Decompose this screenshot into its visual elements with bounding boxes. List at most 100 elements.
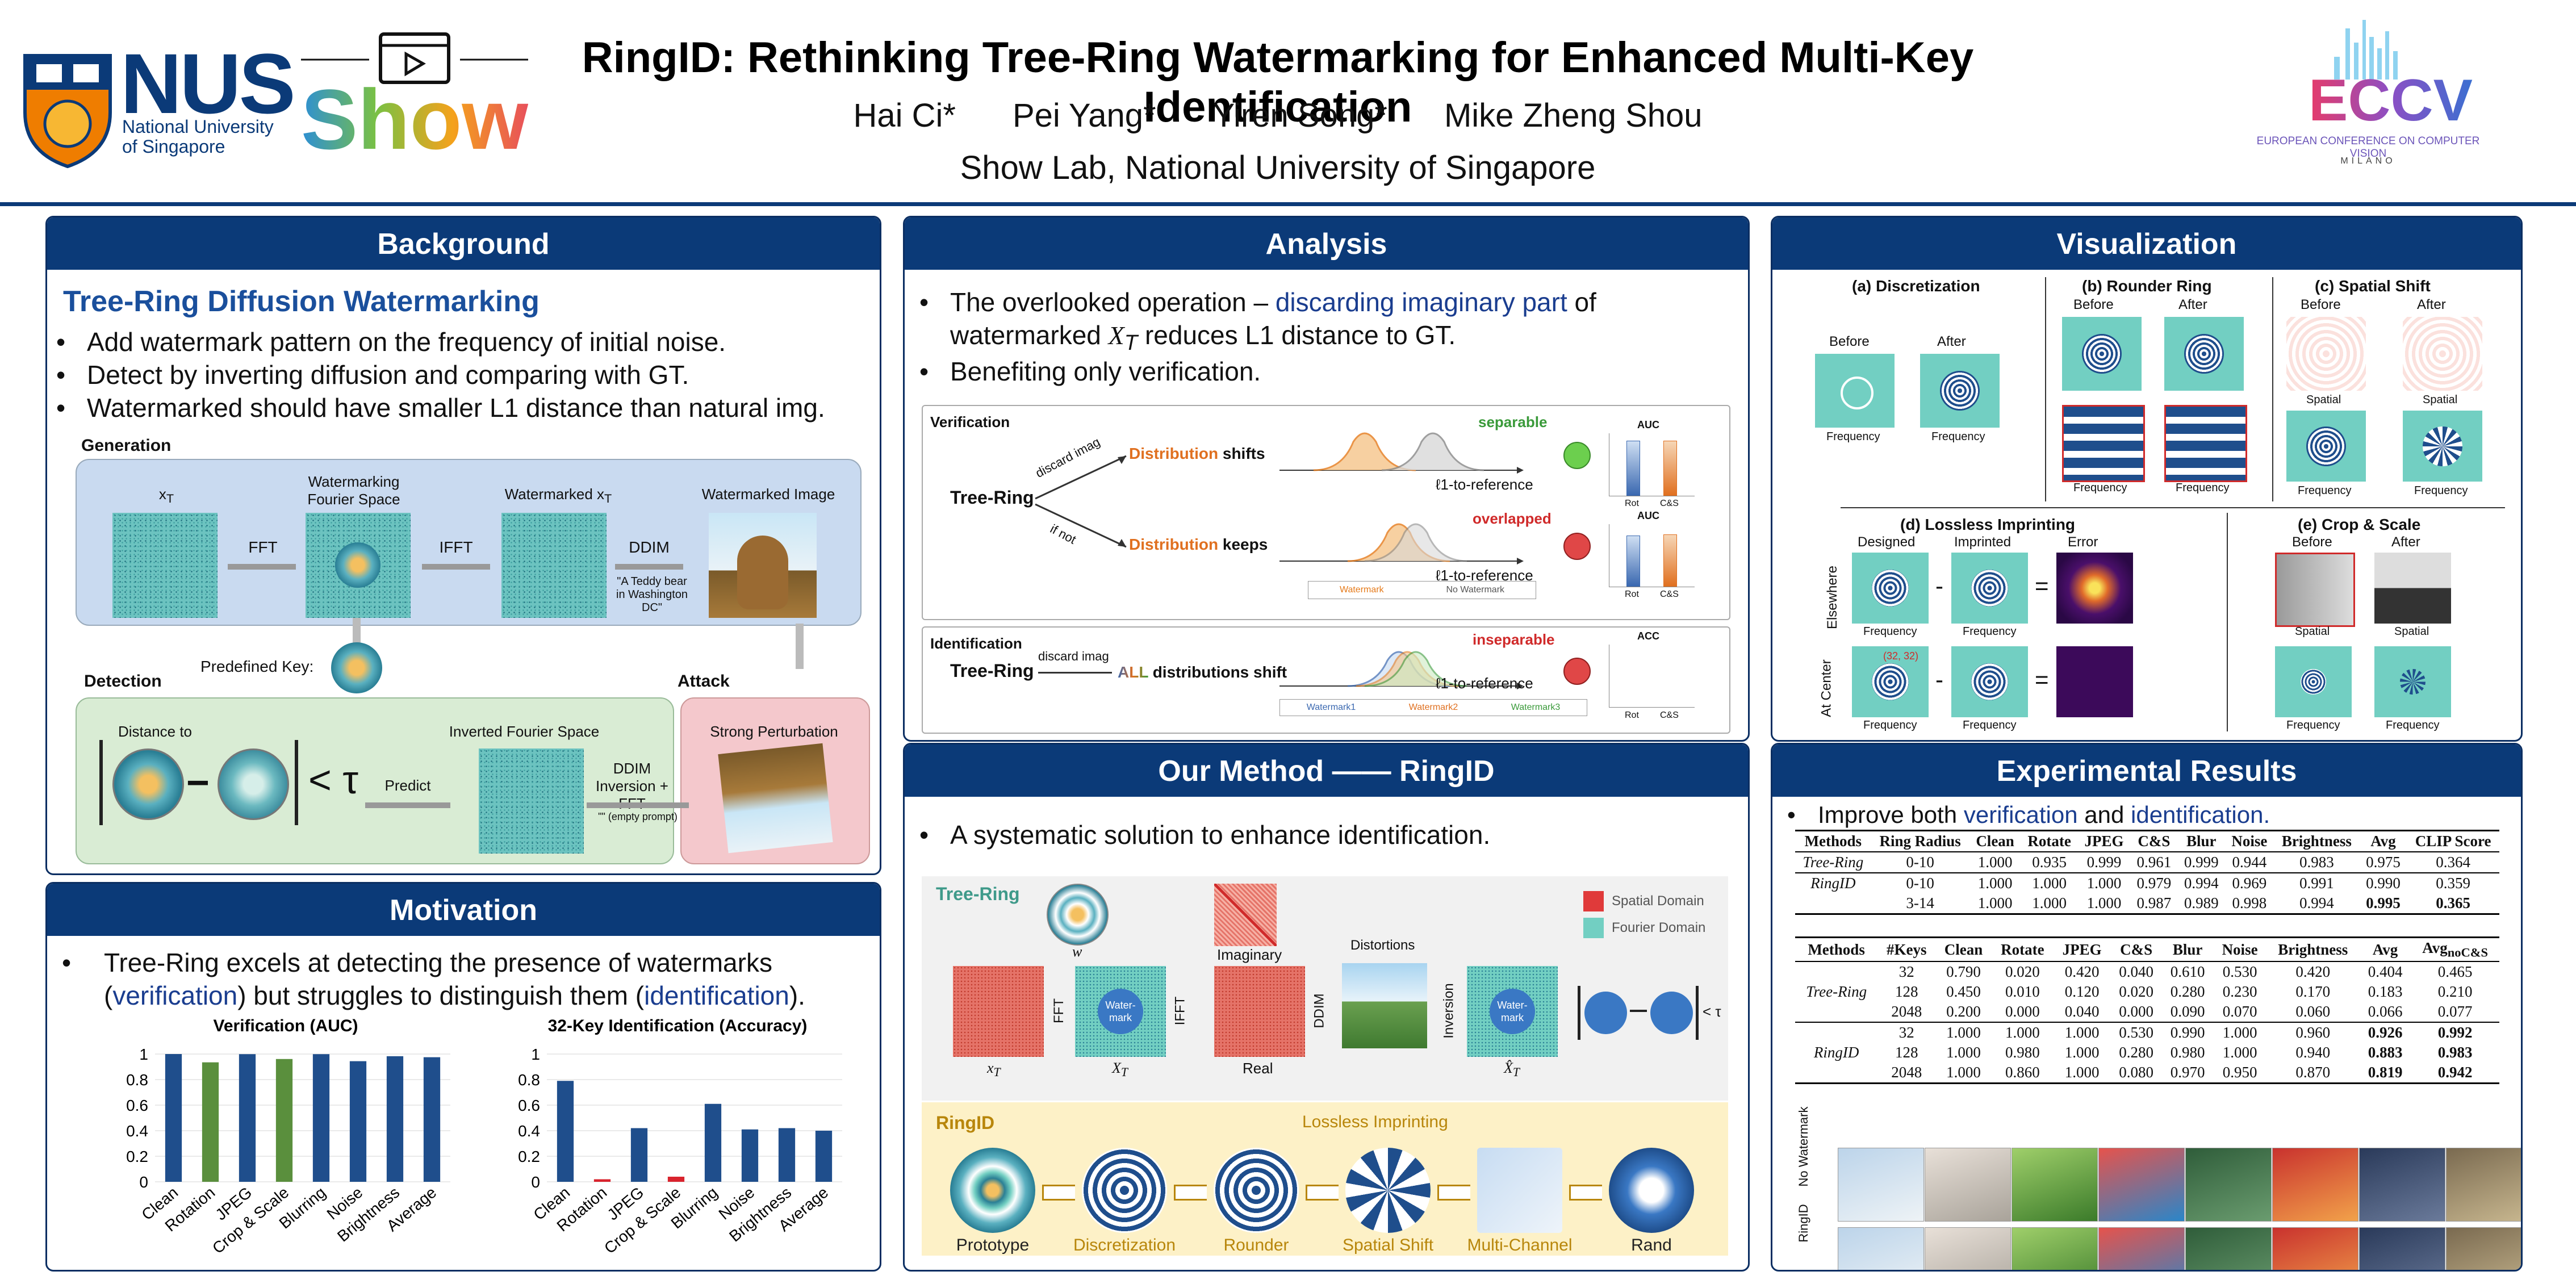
happy-face-icon — [1563, 442, 1591, 469]
table-cell: 0.120 — [2064, 983, 2100, 1001]
table-cell: 0.060 — [2295, 1003, 2331, 1021]
identification-label: Identification — [930, 635, 1022, 652]
attack-label: Attack — [678, 672, 730, 691]
vis-d-row2-error — [2056, 646, 2133, 717]
wm-xt-caption: Watermarked xT — [504, 486, 612, 506]
table-cell: RingID — [1813, 1044, 1859, 1061]
table-cell: 0.994 — [2299, 894, 2334, 911]
table-header-cell: Rotate — [2027, 833, 2071, 850]
vis-e-freq-before — [2275, 646, 2352, 717]
legend-fourier-swatch — [1583, 918, 1604, 938]
eccv-sub-text: EUROPEAN CONFERENCE ON COMPUTER VISION — [2256, 135, 2480, 160]
predict-arrow — [365, 802, 450, 808]
table-header-cell: Clean — [1976, 833, 2014, 850]
nus-sub-line1: National University — [122, 116, 274, 137]
vis-c-spatial-before — [2286, 317, 2366, 391]
initial-noise-image — [112, 513, 218, 618]
table-cell: 0.991 — [2299, 875, 2334, 892]
discard-imag-label-2: discard imag — [1038, 649, 1109, 663]
analysis-bullet-2: Benefiting only verification. — [910, 355, 1748, 388]
predefined-key-icon — [331, 642, 382, 693]
norm-bar-left — [99, 740, 103, 825]
results-heading: Experimental Results — [1772, 745, 2521, 797]
table-cell: 0.935 — [2032, 854, 2067, 871]
bar-crop-scale — [667, 1177, 685, 1182]
table-cell: 0.020 — [2119, 983, 2153, 1001]
table-cell: 0.942 — [2437, 1064, 2473, 1081]
table-header-cell: JPEG — [2084, 833, 2124, 850]
vis-d-freq-3: Frequency — [1863, 719, 1917, 731]
vis-d-error: Error — [2068, 534, 2098, 550]
vis-a-before-img — [1815, 354, 1895, 428]
fft-arrow — [228, 564, 296, 570]
auc-label-2: AUC — [1637, 510, 1659, 521]
separable-label: separable — [1478, 413, 1548, 430]
table-cell: 0.040 — [2119, 963, 2153, 981]
ddim-label: DDIM — [1311, 993, 1327, 1028]
table-header-cell: Brightness — [2281, 833, 2352, 850]
auc-label-1: AUC — [1637, 419, 1659, 430]
table-cell: 0.989 — [2184, 894, 2219, 911]
analysis-bullet-1: The overlooked operation – discarding im… — [910, 286, 1748, 359]
table-cell: 128 — [1895, 1044, 1918, 1061]
table-header-cell: Brightness — [2278, 940, 2348, 958]
vis-d-row2-designed — [1852, 646, 1929, 717]
key-ring-right — [218, 748, 289, 820]
XT-hat-label: X̂T — [1504, 1060, 1520, 1080]
table-cell: 0.960 — [2295, 1024, 2331, 1042]
predict-label: Predict — [384, 777, 431, 794]
table-cell: 1.000 — [1977, 894, 2013, 911]
analysis-panel: Analysis The overlooked operation – disc… — [903, 216, 1750, 742]
fft-label: FFT — [248, 538, 278, 556]
table-header-cell: Noise — [2222, 940, 2258, 958]
cs-label: C&S — [1660, 499, 1679, 508]
rot-label: Rot — [1625, 589, 1639, 599]
wm-fourier-caption: Watermarking Fourier Space — [307, 473, 400, 508]
bar-crop-scale — [275, 1059, 293, 1182]
l1-ref-label-1: ℓ1-to-reference — [1436, 476, 1533, 493]
table-cell: 0.870 — [2295, 1064, 2331, 1081]
ringid-step-label: Rand — [1631, 1236, 1672, 1254]
method-panel: Our Method —— RingID A systematic soluti… — [903, 743, 1750, 1272]
y-tick-label: 0.2 — [126, 1148, 148, 1165]
table-cell: 0.999 — [2184, 854, 2219, 871]
author: Pei Yang* — [1012, 97, 1156, 134]
table-cell: 0.975 — [2366, 854, 2401, 871]
table-cell: 0.066 — [2368, 1003, 2403, 1021]
xt-caption: xT — [158, 486, 174, 506]
table-cell: 0.170 — [2295, 983, 2331, 1001]
vis-e-freq-1: Frequency — [2286, 719, 2340, 731]
table-cell: 1.000 — [2005, 1024, 2040, 1042]
table-cell: 0.790 — [1946, 963, 1981, 981]
table-cell: 0.999 — [2086, 854, 2122, 871]
dist-shifts-label: Distribution shifts — [1129, 445, 1265, 462]
y-tick-label: 0.4 — [126, 1122, 148, 1140]
vis-c-spatial-1: Spatial — [2306, 394, 2341, 406]
step-arrow — [1174, 1185, 1207, 1201]
table-cell: 0.980 — [2170, 1044, 2205, 1061]
ringid-step-image — [950, 1148, 1035, 1233]
ringid-title: RingID — [936, 1113, 995, 1133]
dist-keeps-label: Distribution keeps — [1129, 536, 1268, 553]
wm-image-caption: Watermarked Image — [701, 486, 835, 503]
acc-mini-chart — [1609, 645, 1695, 708]
table-header-cell: C&S — [2120, 940, 2153, 958]
table-cell: 0.883 — [2368, 1044, 2403, 1061]
table-cell: Tree-Ring — [1806, 983, 1867, 1001]
ifft-label: IFFT — [439, 538, 473, 556]
real-label: Real — [1243, 1060, 1273, 1077]
rot-label: Rot — [1625, 710, 1639, 720]
table-header-cell: Ring Radius — [1879, 833, 1961, 850]
table-cell: 1.000 — [2222, 1024, 2257, 1042]
vis-b-zoom-2 — [2164, 405, 2247, 482]
table-cell: 2048 — [1891, 1003, 1922, 1021]
real-image — [1214, 966, 1305, 1057]
vis-c-title: (c) Spatial Shift — [2315, 277, 2431, 295]
table-header-cell: Clean — [1944, 940, 1983, 958]
table-cell: 1.000 — [2086, 875, 2122, 892]
ifft-label: IFFT — [1172, 996, 1188, 1026]
